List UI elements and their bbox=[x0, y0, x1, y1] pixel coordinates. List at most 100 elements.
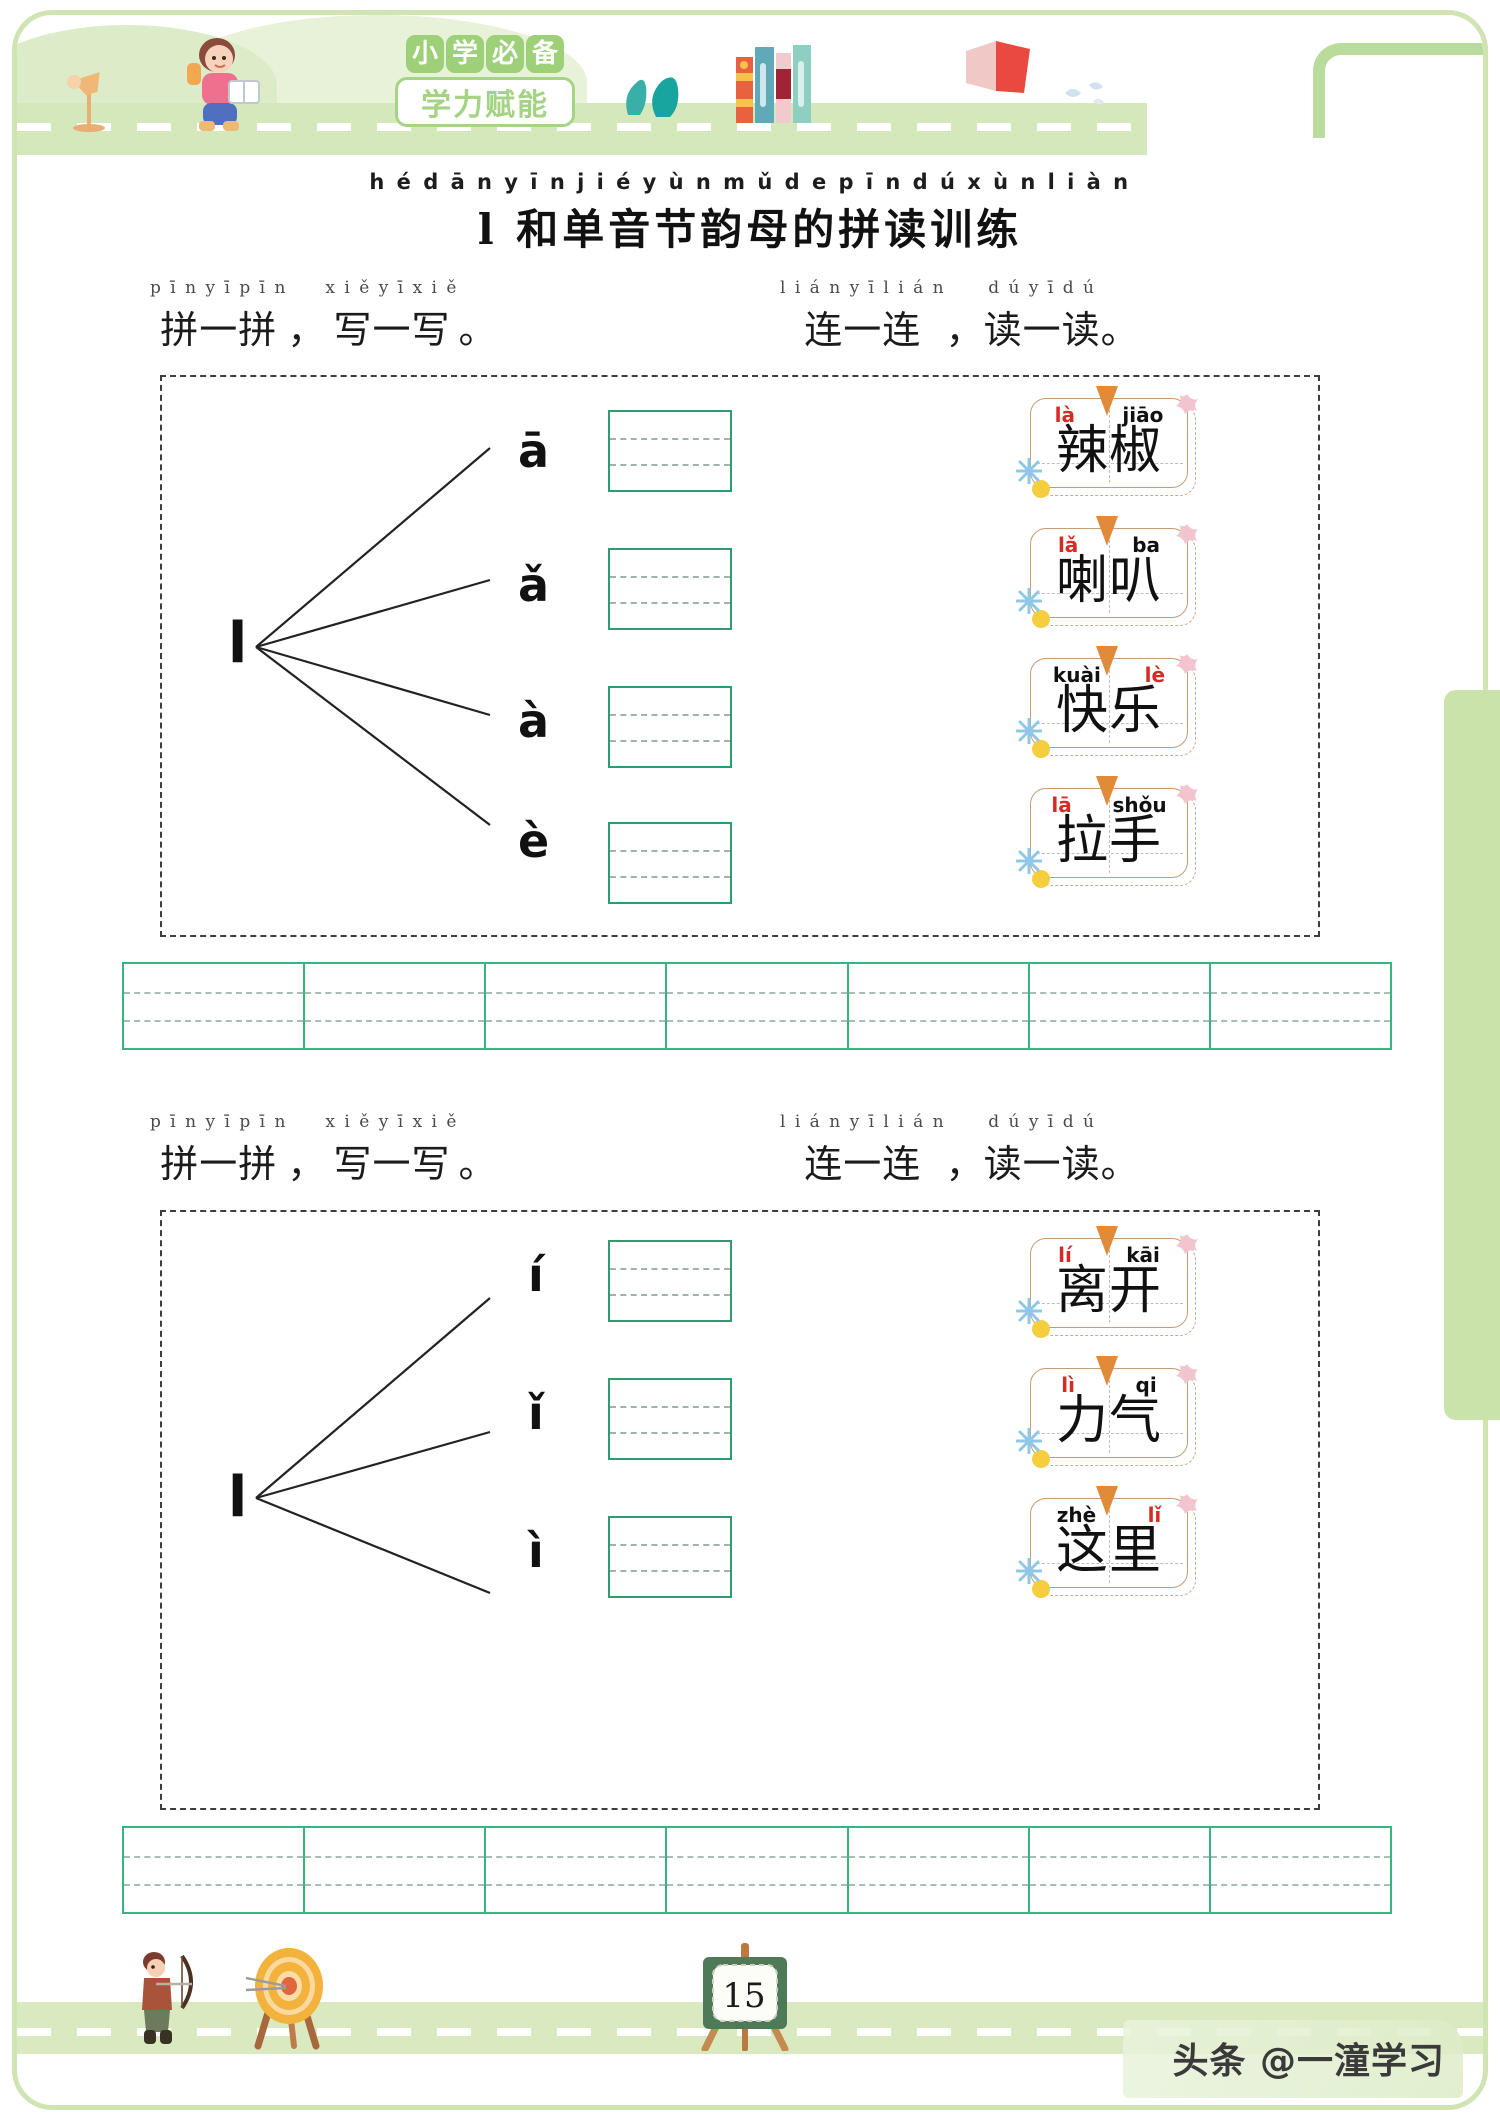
logo-top: 小 学 必 备 bbox=[400, 33, 570, 75]
card-pinyin-row: zhè lǐ bbox=[1031, 1503, 1187, 1527]
practice-cell[interactable] bbox=[305, 1828, 487, 1912]
card-word: 喇叭 bbox=[1055, 551, 1162, 611]
practice-cell[interactable] bbox=[486, 964, 668, 1048]
header-period: 。 bbox=[1100, 1142, 1139, 1186]
card-pinyin-row: lǎ ba bbox=[1031, 533, 1187, 557]
header-pinyin: d ú y ī d ú bbox=[988, 1112, 1096, 1132]
card-pinyin-1: lā bbox=[1051, 793, 1072, 817]
practice-cell[interactable] bbox=[305, 964, 487, 1048]
card-pinyin-2: kāi bbox=[1126, 1243, 1160, 1267]
yellow-dot-icon bbox=[1032, 740, 1050, 758]
snowflake-icon bbox=[1016, 1558, 1042, 1584]
practice-cell[interactable] bbox=[486, 1828, 668, 1912]
logo-char-3: 必 bbox=[486, 35, 524, 73]
logo-char-1: 小 bbox=[406, 35, 444, 73]
practice-cell[interactable] bbox=[124, 1828, 306, 1912]
header-pinyin: p ī n y ī p ī n bbox=[150, 1112, 288, 1132]
books-icon bbox=[736, 45, 811, 123]
section-1-write-box-2[interactable] bbox=[608, 686, 732, 768]
card-pinyin-2: jiāo bbox=[1122, 403, 1164, 427]
card-pinyin-1: lì bbox=[1061, 1373, 1075, 1397]
header-road-dashes bbox=[17, 123, 1147, 131]
card-word: 力气 bbox=[1055, 1391, 1162, 1451]
card-guide-v bbox=[1109, 405, 1110, 483]
section-1-right-header: l i á n y ī l i á n 连一连 ， d ú y ī d ú 读一… bbox=[780, 278, 1139, 354]
yellow-dot-icon bbox=[1032, 870, 1050, 888]
section-2-write-box-2[interactable] bbox=[608, 1516, 732, 1598]
card-guide-v bbox=[1109, 1375, 1110, 1453]
section-1-practice-strip[interactable] bbox=[122, 962, 1392, 1050]
card-word: 离开 bbox=[1055, 1261, 1162, 1321]
card-pinyin-row: kuài lè bbox=[1031, 663, 1187, 687]
card-guide-v bbox=[1109, 795, 1110, 873]
practice-cell[interactable] bbox=[1029, 1828, 1211, 1912]
card-word: 这里 bbox=[1055, 1521, 1162, 1581]
practice-cell[interactable] bbox=[667, 1828, 849, 1912]
card-word: 拉手 bbox=[1055, 811, 1162, 871]
logo-char-4: 备 bbox=[526, 35, 564, 73]
practice-cell[interactable] bbox=[1210, 964, 1391, 1048]
pencil-tip-icon bbox=[1096, 646, 1118, 676]
card-inner-border: lì qi 力气 bbox=[1030, 1368, 1188, 1458]
target-icon bbox=[245, 1948, 323, 2050]
header-text: 连一连 bbox=[804, 1142, 922, 1186]
header-comma: ， bbox=[287, 1142, 326, 1186]
section-1-write-box-3[interactable] bbox=[608, 822, 732, 904]
yellow-dot-icon bbox=[1032, 1580, 1050, 1598]
open-book-icon bbox=[966, 41, 1030, 93]
card-pinyin-1: kuài bbox=[1052, 663, 1101, 687]
section-2-practice-strip[interactable] bbox=[122, 1826, 1392, 1914]
card-guide-h bbox=[1037, 853, 1183, 854]
practice-cell[interactable] bbox=[848, 1828, 1030, 1912]
snowflake-icon bbox=[1016, 718, 1042, 744]
practice-cell[interactable] bbox=[1210, 1828, 1391, 1912]
watermark-background bbox=[1123, 2020, 1463, 2098]
star-icon bbox=[1176, 524, 1198, 544]
header-banner: 小 学 必 备 学力赋能 bbox=[17, 15, 1483, 155]
section-2-word-card-2[interactable]: zhè lǐ 这里 bbox=[1016, 1486, 1198, 1598]
snowflake-icon bbox=[1016, 458, 1042, 484]
header-period: 。 bbox=[458, 308, 497, 352]
card-pinyin-1: lǎ bbox=[1057, 533, 1079, 557]
footer-banner: 15 头条 @一潼学习 bbox=[17, 1936, 1483, 2106]
header-period: 。 bbox=[1100, 308, 1139, 352]
section-2-word-card-0[interactable]: lí kāi 离开 bbox=[1016, 1226, 1198, 1338]
section-1-word-card-1[interactable]: lǎ ba 喇叭 bbox=[1016, 516, 1198, 628]
section-2-write-box-0[interactable] bbox=[608, 1240, 732, 1322]
watermark-text: 头条 @一潼学习 bbox=[1172, 2041, 1445, 2082]
sparkle-icon bbox=[1065, 82, 1104, 105]
section-2-vowel-0: í bbox=[528, 1248, 544, 1302]
card-guide-h bbox=[1037, 1433, 1183, 1434]
card-word: 辣椒 bbox=[1055, 421, 1162, 481]
section-1-word-card-0[interactable]: là jiāo 辣椒 bbox=[1016, 386, 1198, 498]
section-2-write-box-1[interactable] bbox=[608, 1378, 732, 1460]
card-pinyin-row: lā shǒu bbox=[1031, 793, 1187, 817]
card-pinyin-row: lì qi bbox=[1031, 1373, 1187, 1397]
section-1-word-card-3[interactable]: lā shǒu 拉手 bbox=[1016, 776, 1198, 888]
header-pinyin: x i ě y ī x i ě bbox=[325, 278, 459, 298]
practice-cell[interactable] bbox=[848, 964, 1030, 1048]
section-1-write-box-0[interactable] bbox=[608, 410, 732, 492]
card-guide-h bbox=[1037, 1303, 1183, 1304]
practice-cell[interactable] bbox=[667, 964, 849, 1048]
section-1-vowel-0: ā bbox=[518, 424, 550, 478]
practice-cell[interactable] bbox=[124, 964, 306, 1048]
section-2-word-card-1[interactable]: lì qi 力气 bbox=[1016, 1356, 1198, 1468]
pencil-tip-icon bbox=[1096, 1486, 1118, 1516]
snowflake-icon bbox=[1016, 588, 1042, 614]
pencil-tip-icon bbox=[1096, 516, 1118, 546]
bush-icon bbox=[626, 77, 679, 117]
star-icon bbox=[1176, 1494, 1198, 1514]
header-pinyin: l i á n y ī l i á n bbox=[780, 278, 946, 298]
card-pinyin-row: lí kāi bbox=[1031, 1243, 1187, 1267]
practice-cell[interactable] bbox=[1029, 964, 1211, 1048]
section-1-write-box-1[interactable] bbox=[608, 548, 732, 630]
card-pinyin-1: lí bbox=[1058, 1243, 1072, 1267]
card-guide-h bbox=[1037, 463, 1183, 464]
section-1-left-header: p ī n y ī p ī n 拼一拼 ， x i ě y ī x i ě 写一… bbox=[150, 278, 496, 354]
section-2-vowel-2: ì bbox=[528, 1524, 544, 1578]
section-1-word-card-2[interactable]: kuài lè 快乐 bbox=[1016, 646, 1198, 758]
pencil-tip-icon bbox=[1096, 1226, 1118, 1256]
card-inner-border: lǎ ba 喇叭 bbox=[1030, 528, 1188, 618]
header-pinyin: x i ě y ī x i ě bbox=[325, 1112, 459, 1132]
